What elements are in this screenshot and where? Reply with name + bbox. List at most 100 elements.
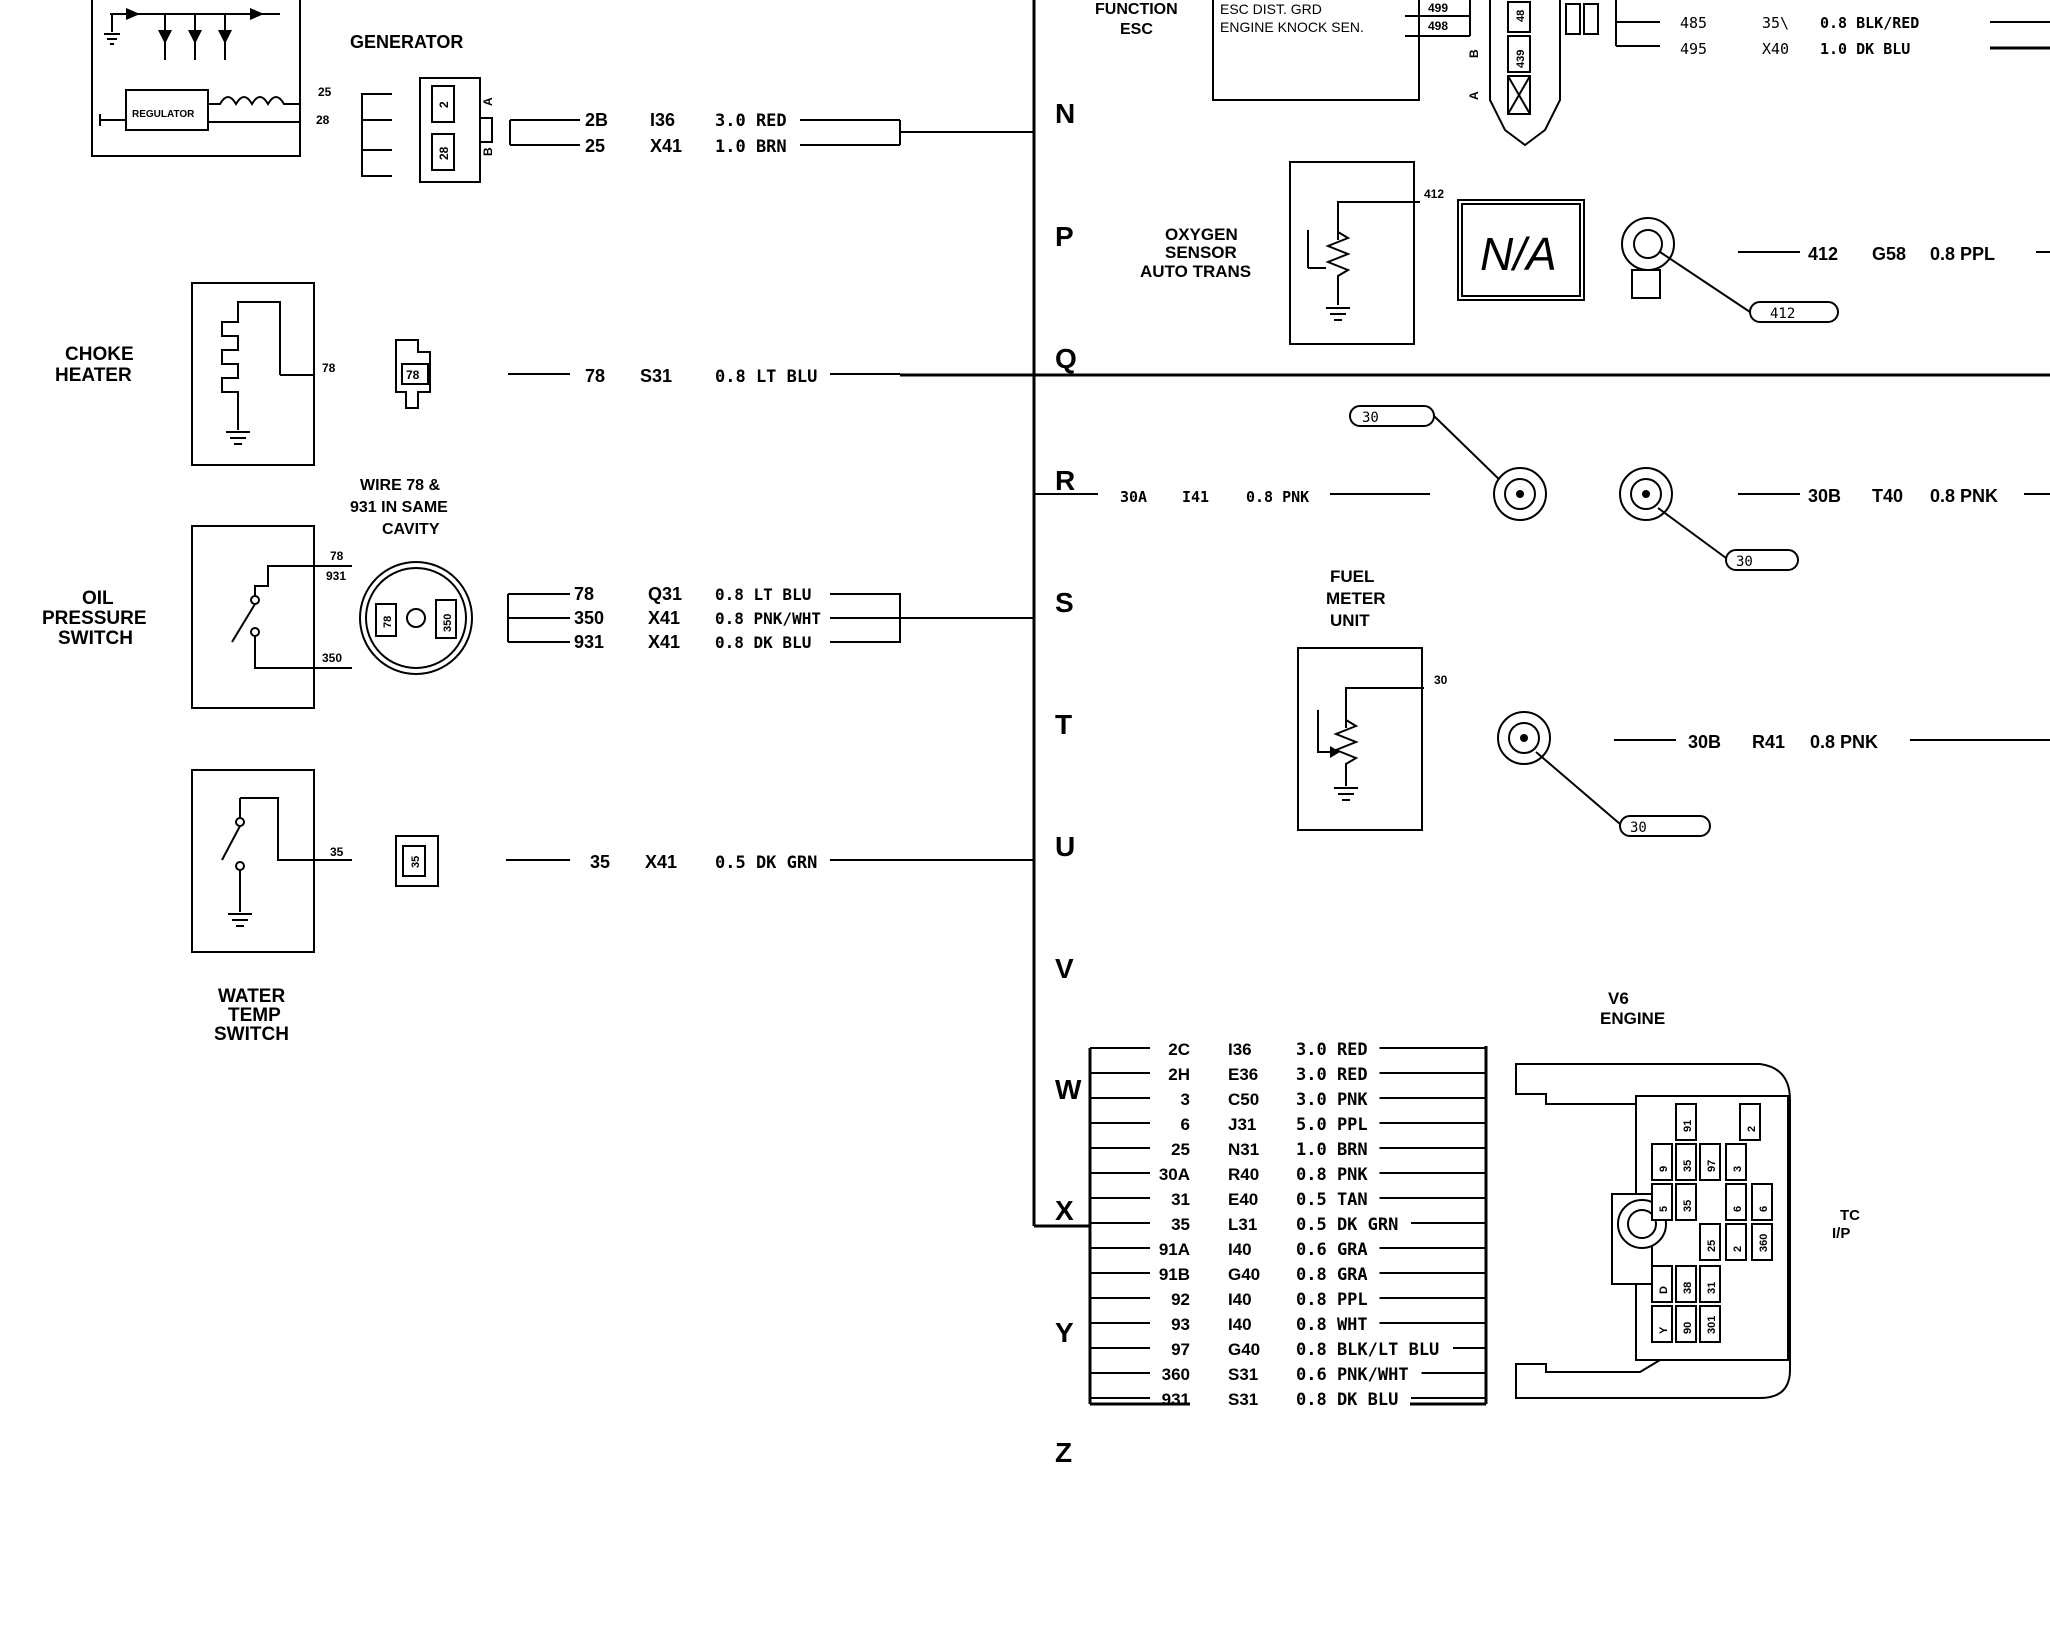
- ip-label: I/P: [1832, 1225, 1850, 1242]
- oxygen-tag-label: 412: [1770, 306, 1795, 322]
- oxygen-lead: [1337, 201, 1420, 240]
- wire-495-spec: 1.0 DK BLU: [1820, 40, 1910, 58]
- harness-wire-spec: 0.8 BLK/LT BLU: [1296, 1340, 1439, 1360]
- gen-wire-2b-spec: 3.0 RED: [715, 111, 787, 131]
- v6-pin-label: 6: [1732, 1206, 1744, 1212]
- row-letter-t: T: [1055, 709, 1072, 740]
- esc-dist-grd-label: ESC DIST. GRD: [1220, 1, 1322, 17]
- harness-wire-code: E36: [1228, 1065, 1258, 1084]
- diode-icon-5: [218, 30, 232, 44]
- v6-pin-label: 90: [1682, 1322, 1694, 1334]
- small-conn-2: [1583, 3, 1599, 35]
- row-r-terminal-left-dot: [1516, 490, 1524, 498]
- v6-pin-label: 360: [1758, 1234, 1770, 1252]
- gen-wire-2b-num: 2B: [585, 110, 608, 130]
- harness-wire-code: I40: [1228, 1240, 1252, 1259]
- fuel-tag-label: 30: [1630, 820, 1647, 836]
- conn-pin-48-box: [1507, 1, 1531, 33]
- row-letter-p: P: [1055, 221, 1074, 252]
- wire-note-line-2: 931 IN SAME: [350, 499, 448, 516]
- na-box: [1457, 199, 1585, 301]
- harness-wire-code: S31: [1228, 1365, 1258, 1384]
- harness-wire-spec: 0.8 WHT: [1296, 1315, 1368, 1335]
- wire-note-line-1: WIRE 78 &: [360, 477, 440, 494]
- oil-switch-top-lead: [254, 565, 314, 596]
- conn-pin-439: 439: [1515, 50, 1527, 68]
- v6-pin-cavity: [1699, 1223, 1721, 1261]
- fuel-callout-line: [1535, 751, 1621, 825]
- field-coil-icon: [208, 96, 300, 107]
- water-label-1: WATER: [218, 986, 285, 1007]
- harness-wire-spec: 0.8 DK BLU: [1296, 1390, 1398, 1410]
- oil-term-350: 350: [322, 651, 342, 665]
- harness-wire-num: 97: [1171, 1340, 1190, 1359]
- diode-icon-3: [158, 30, 172, 44]
- harness-wire-code: G40: [1228, 1340, 1260, 1359]
- fuel-wire-code: R41: [1752, 732, 1785, 752]
- regulator-label: REGULATOR: [132, 109, 195, 120]
- row-r-right-num: 30B: [1808, 486, 1841, 506]
- harness-wire-num: 91A: [1159, 1240, 1190, 1259]
- row-letter-q: Q: [1055, 343, 1077, 374]
- gen-pin-28: 28: [437, 146, 451, 160]
- pin-499: 499: [1428, 1, 1448, 15]
- v6-pin-cavity: [1675, 1305, 1697, 1343]
- harness-wire-spec: 0.6 PNK/WHT: [1296, 1365, 1409, 1385]
- v6-label-2: ENGINE: [1600, 1009, 1665, 1028]
- water-conn-pin: 35: [410, 856, 422, 868]
- row-letter-r: R: [1055, 465, 1075, 496]
- oil-conn-pin-350-box: [435, 599, 457, 639]
- v6-pin-cavity: [1675, 1183, 1697, 1221]
- oil-connector-inner: [365, 567, 467, 669]
- row-letter-z: Z: [1055, 1437, 1072, 1468]
- v6-connector-bolt-inner: [1627, 1209, 1657, 1239]
- row-r-callout-left: [1433, 415, 1507, 487]
- harness-wire-num: 93: [1171, 1315, 1190, 1334]
- wire-485-spec: 0.8 BLK/RED: [1820, 14, 1919, 32]
- choke-connector: [395, 339, 431, 409]
- row-letter-x: X: [1055, 1195, 1074, 1226]
- knock-sensor-connector: [1489, 0, 1561, 147]
- fuel-tag: [1619, 815, 1711, 837]
- oil-switch-blade: [231, 603, 256, 643]
- generator-group: REGULATOR 25 28 GENERATOR 2 28 A B 2B I3…: [91, 0, 1034, 183]
- oil-wire-join: [830, 593, 901, 643]
- oxygen-wire-num: 412: [1808, 244, 1838, 264]
- v6-pin-cavity: [1751, 1183, 1773, 1221]
- row-r-tag-right: [1725, 549, 1799, 571]
- v6-pin-cavity: [1651, 1265, 1673, 1303]
- v6-pin-label: Y: [1658, 1326, 1670, 1334]
- gen-pin-2-box: [431, 85, 455, 123]
- v6-pin-cavity: [1675, 1265, 1697, 1303]
- harness-wire-spec: 1.0 BRN: [1296, 1140, 1368, 1160]
- water-wire-spec: 0.5 DK GRN: [715, 853, 817, 873]
- v6-pin-cavity: [1699, 1265, 1721, 1303]
- harness-wire-spec: 0.5 TAN: [1296, 1190, 1368, 1210]
- fuel-term-30: 30: [1434, 673, 1448, 687]
- conn-pin-48: 48: [1515, 10, 1527, 22]
- v6-pin-label: 2: [1746, 1126, 1758, 1132]
- v6-pin-cavity: [1725, 1223, 1747, 1261]
- oxygen-tag: [1749, 301, 1839, 323]
- v6-pin-cavity: [1699, 1143, 1721, 1181]
- wire-495-code: X40: [1762, 40, 1789, 58]
- row-r-terminal-right-inner: [1630, 478, 1662, 510]
- v6-pin-label: D: [1658, 1286, 1670, 1294]
- oil-wire-931-spec: 0.8 DK BLU: [715, 633, 811, 652]
- wire-495-num: 495: [1680, 40, 1707, 58]
- fuel-terminal-inner: [1508, 722, 1540, 754]
- row-letter-y: Y: [1055, 1317, 1074, 1348]
- harness-wire-num: 2H: [1168, 1065, 1190, 1084]
- harness-wire-spec: 3.0 PNK: [1296, 1090, 1368, 1110]
- v6-pin-cavity: [1725, 1143, 1747, 1181]
- diode-icon-2: [250, 8, 264, 20]
- v6-pin-label: 31: [1706, 1282, 1718, 1294]
